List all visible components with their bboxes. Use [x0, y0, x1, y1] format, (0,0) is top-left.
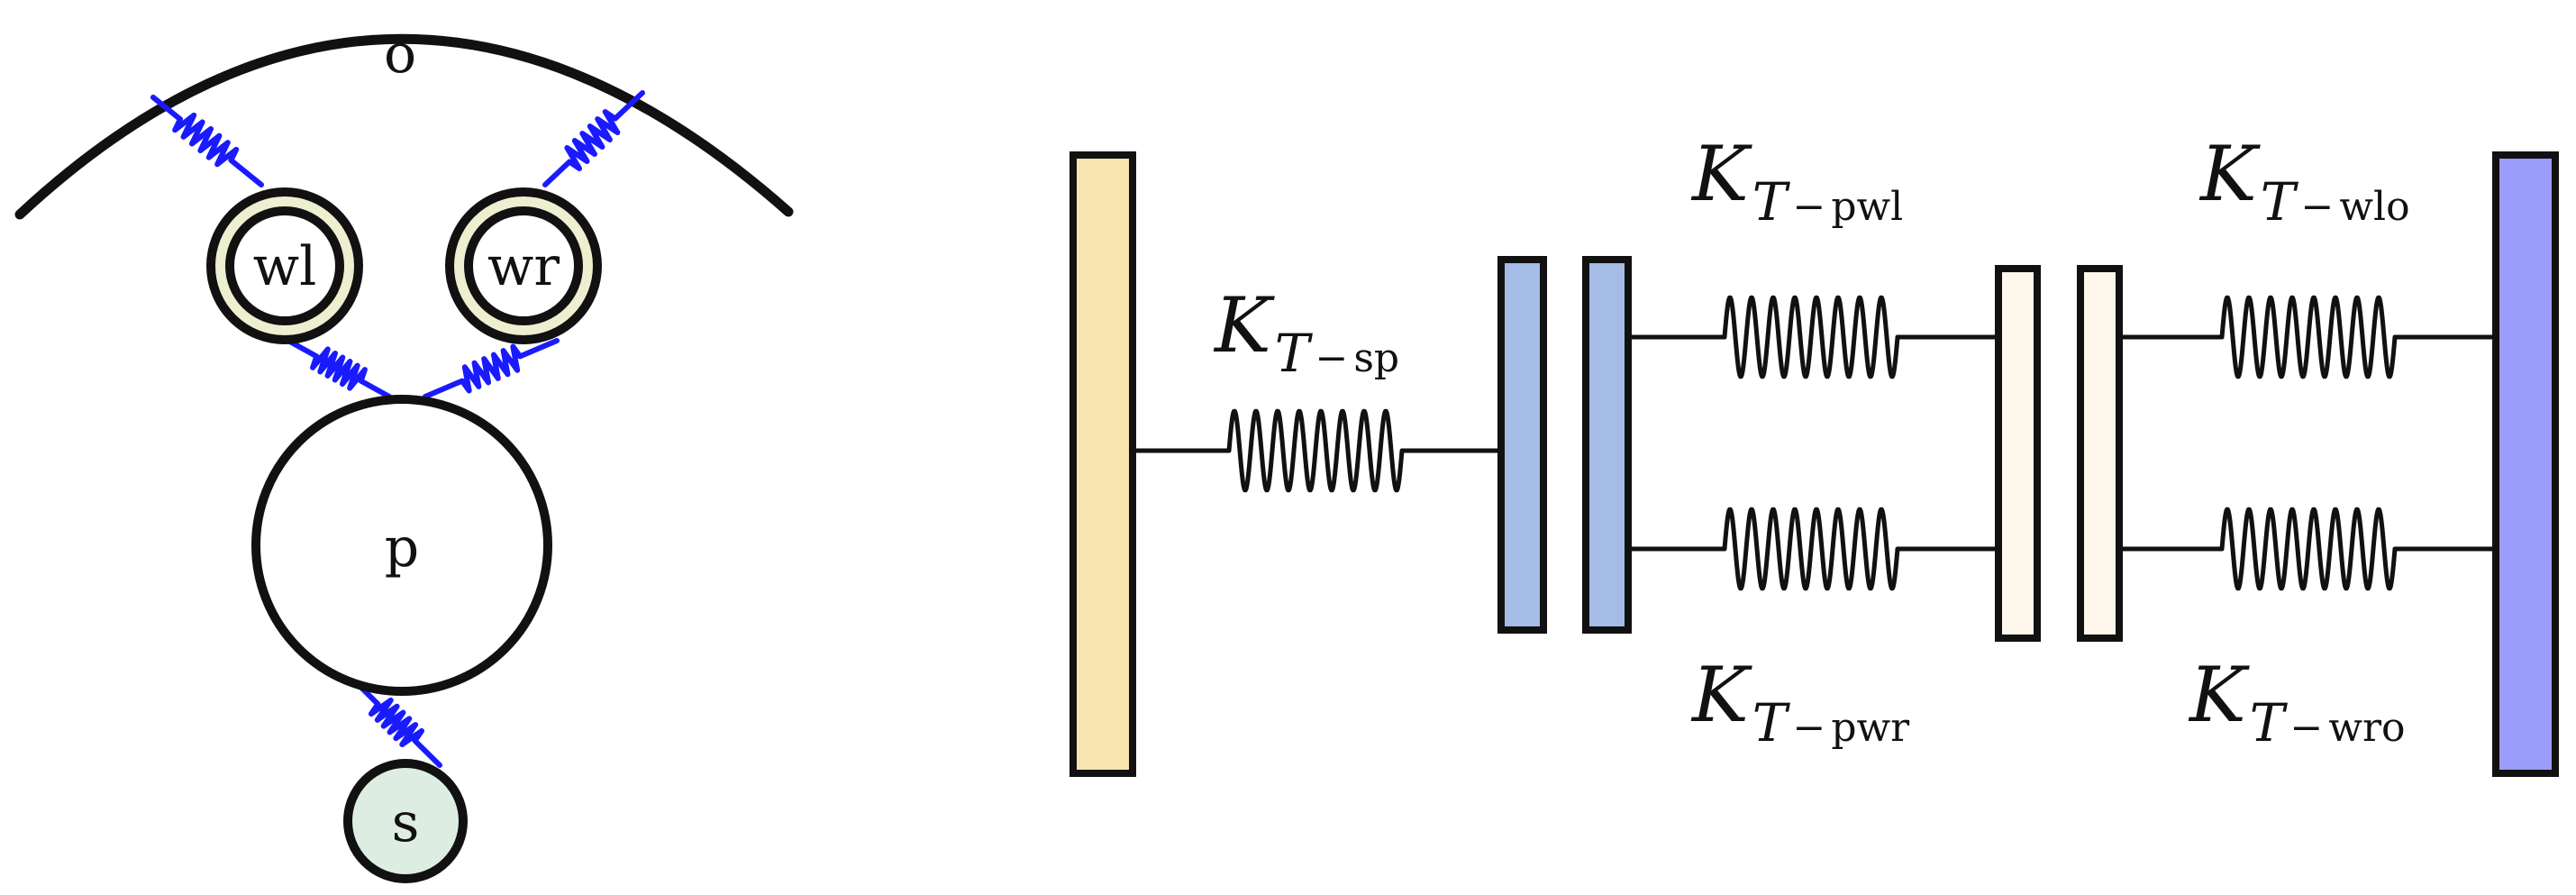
- spring-k-wro: [2116, 507, 2499, 591]
- mesh-spring-ring-wr: [542, 90, 645, 187]
- spring-k-wlo: [2116, 295, 2499, 379]
- bar-w-right: [2077, 265, 2123, 642]
- planet-wr: wr: [445, 187, 602, 344]
- planet-wr-label: wr: [487, 235, 560, 298]
- gear-s-disc: [343, 759, 468, 883]
- label-k-wlo: KT−wlo: [2198, 130, 2410, 233]
- planet-wl: wl: [206, 187, 363, 344]
- gear-p-label: p: [385, 516, 419, 580]
- spring-k-pwl: [1625, 295, 2001, 379]
- gear-s: s: [343, 759, 468, 883]
- planetary-schematic: o wl wr p s: [14, 23, 794, 883]
- ring-gear-label: o: [384, 23, 416, 86]
- label-k-wro: KT−wro: [2188, 651, 2406, 753]
- planet-wr-core: [464, 206, 583, 325]
- mesh-springs: [150, 90, 645, 768]
- mesh-spring-p-s: [349, 675, 442, 768]
- torsional-model: KT−sp KT−pwl KT−pwr KT−wlo KT−wro: [1070, 130, 2559, 777]
- bar-s: [1070, 151, 1136, 777]
- mesh-spring-wr-p: [423, 338, 560, 399]
- spring-k-pwr: [1625, 507, 2001, 591]
- ring-gear-arc: [14, 33, 794, 220]
- bar-o: [2492, 151, 2559, 777]
- label-k-pwl: KT−pwl: [1690, 130, 1903, 233]
- gear-p-disc: [251, 395, 552, 696]
- label-k-pwr: KT−pwr: [1690, 651, 1910, 753]
- label-k-sp: KT−sp: [1213, 281, 1399, 384]
- planet-wl-label: wl: [253, 235, 317, 298]
- gear-p: p: [251, 395, 552, 696]
- torsional-springs: [1130, 295, 2499, 591]
- bar-p-right: [1582, 256, 1632, 634]
- mesh-spring-wl-p: [286, 338, 392, 399]
- bar-p-left: [1497, 256, 1547, 634]
- mesh-spring-ring-wl: [150, 95, 264, 187]
- planet-wl-core: [225, 206, 344, 325]
- bar-w-left: [1995, 265, 2041, 642]
- gear-s-label: s: [392, 791, 420, 854]
- spring-k-sp: [1130, 408, 1504, 493]
